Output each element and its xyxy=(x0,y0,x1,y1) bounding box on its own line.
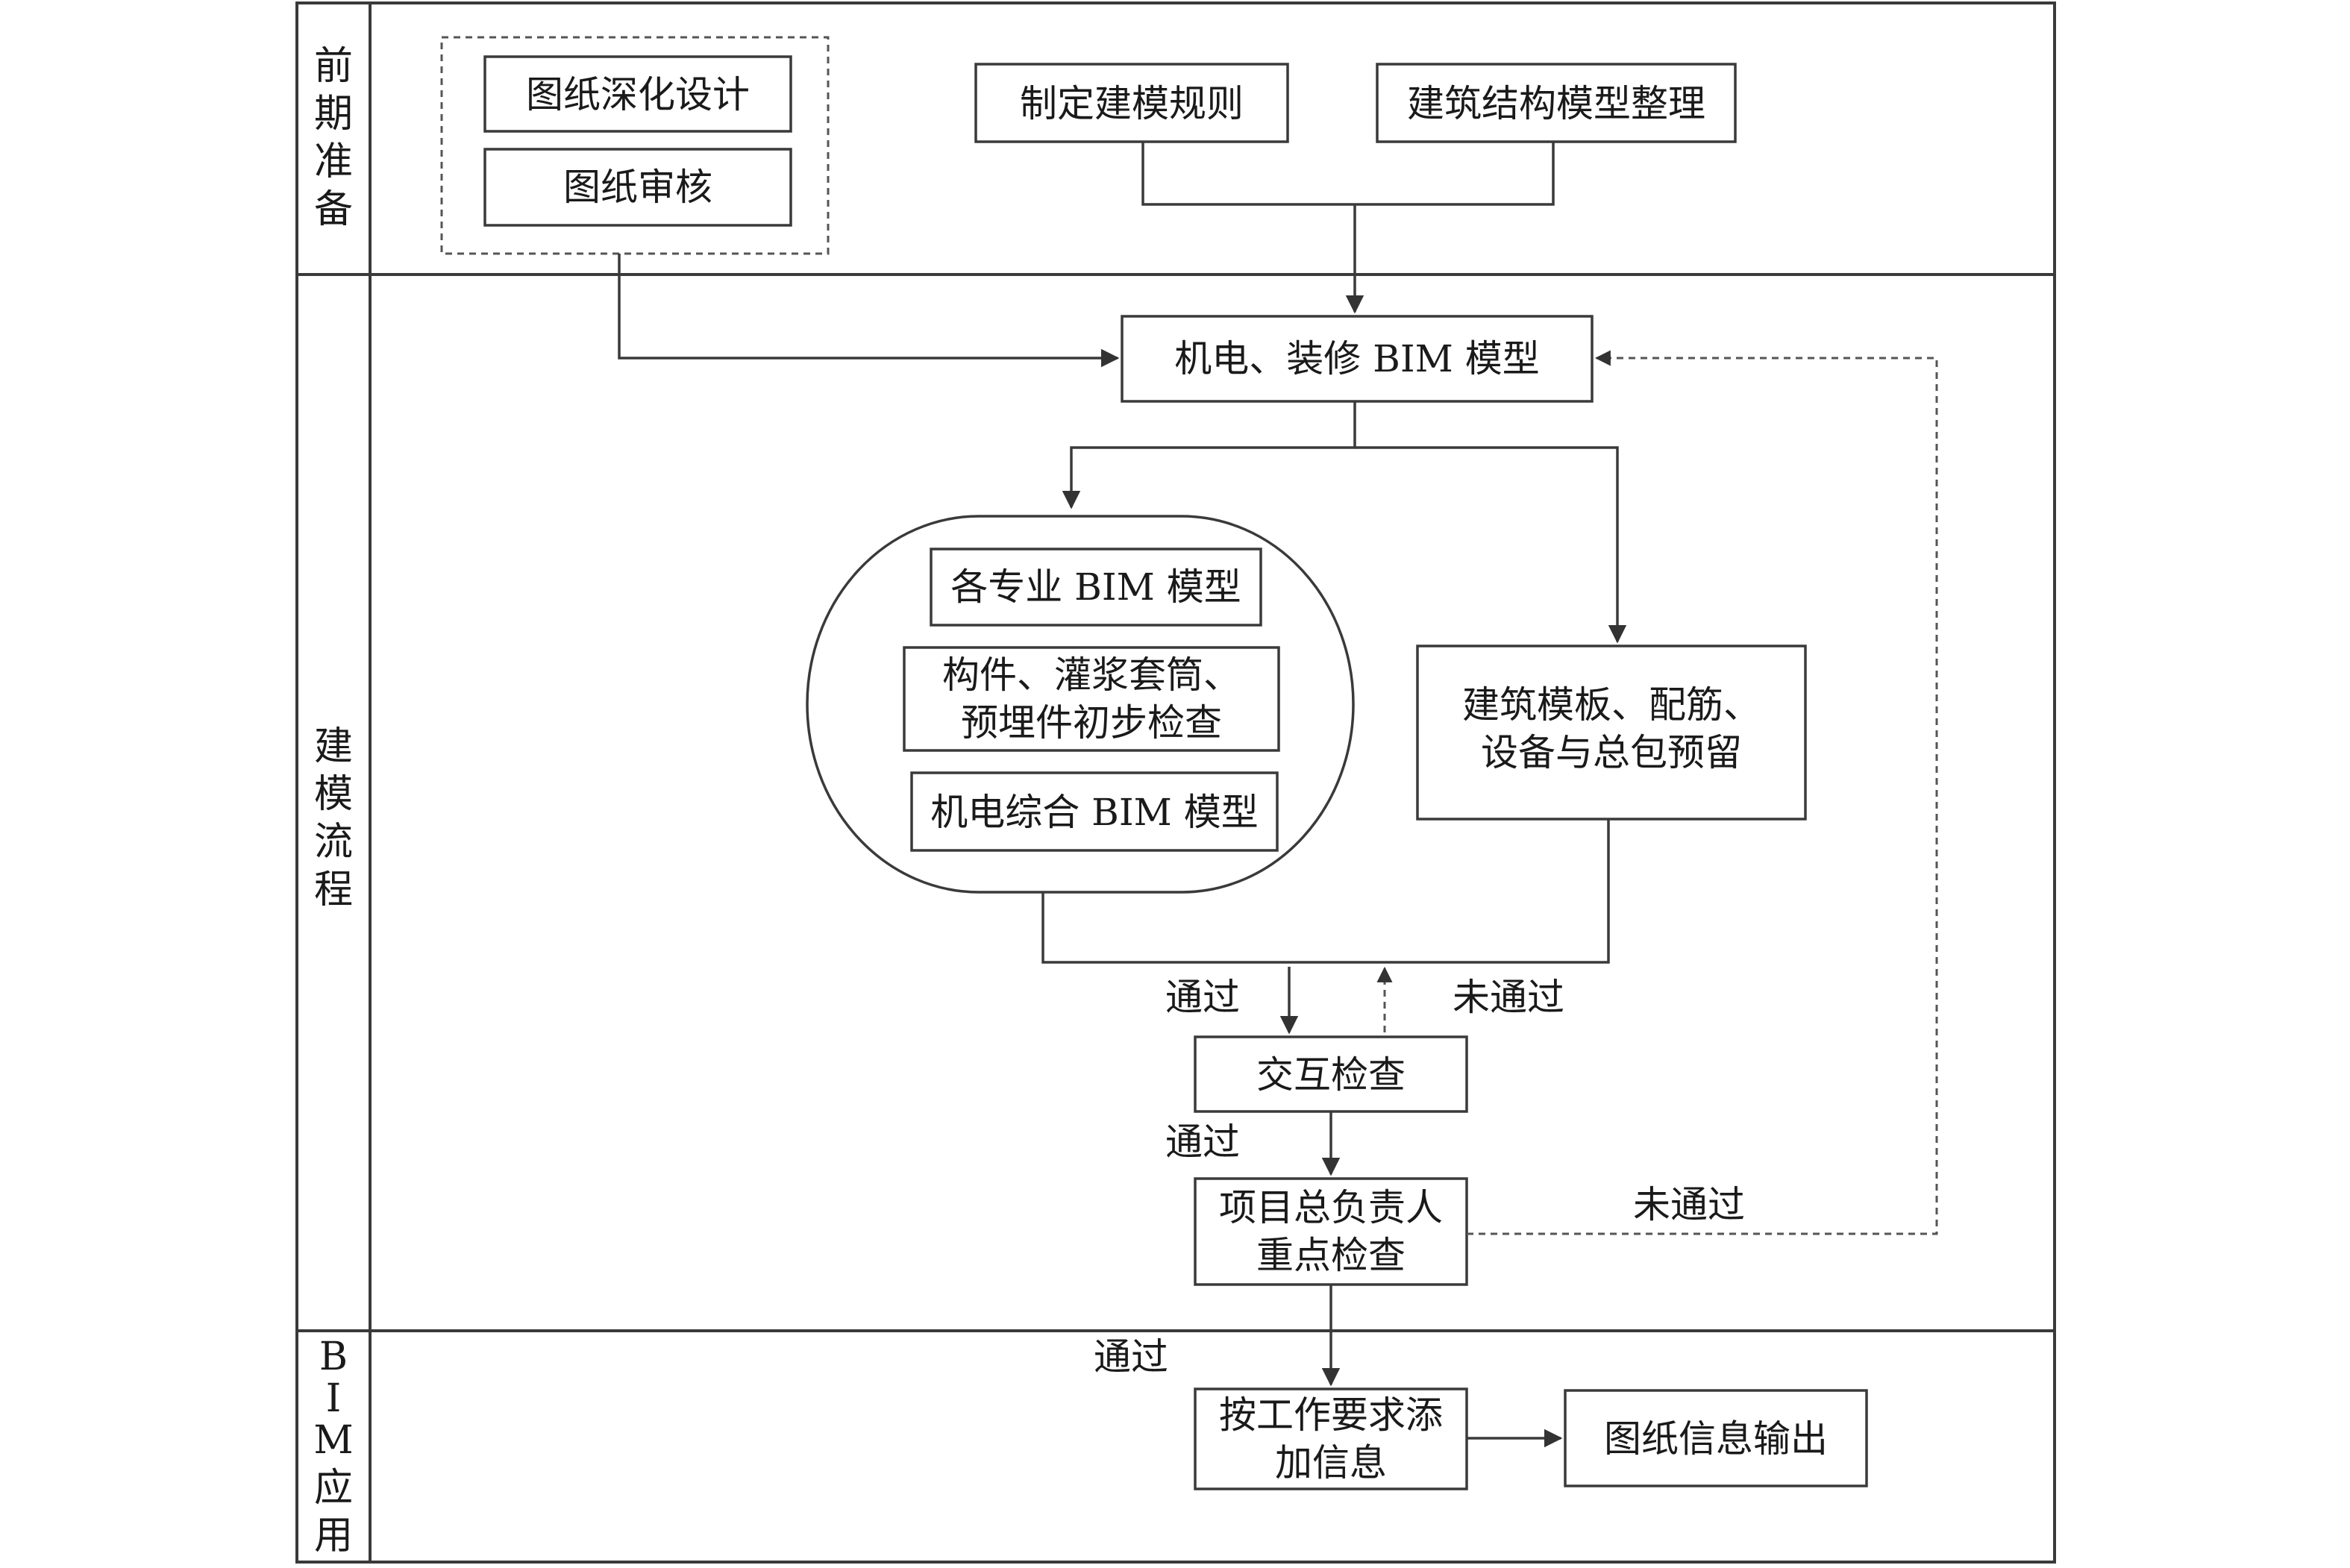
modeling-rules-label: 制定建模规则 xyxy=(1020,82,1244,125)
drawing-deepening-box: 图纸深化设计 xyxy=(483,55,792,133)
lane-char: M xyxy=(313,1418,353,1463)
rules-structure-join-line xyxy=(1141,142,1555,206)
lane-char: 流 xyxy=(314,820,353,865)
pm-key-check-line-2: 重点检查 xyxy=(1256,1234,1406,1277)
arrow-drawings-to-mep-model xyxy=(618,254,1120,368)
pass-label-3: 通过 xyxy=(1094,1335,1168,1379)
drawing-review-label: 图纸审核 xyxy=(563,166,712,209)
component-check-line-2: 预埋件初步检查 xyxy=(961,701,1222,744)
formwork-rebar-line-1: 建筑模板、配筋、 xyxy=(1462,683,1761,727)
pm-key-check-line-1: 项目总负责人 xyxy=(1219,1186,1443,1229)
arch-struct-model-label: 建筑结构模型整理 xyxy=(1407,82,1705,125)
lane-char: 准 xyxy=(314,139,353,184)
lane-char: 建 xyxy=(314,724,353,769)
mep-integrated-bim-box: 机电综合 BIM 模型 xyxy=(910,771,1279,852)
mep-decoration-bim-box: 机电、装修 BIM 模型 xyxy=(1121,315,1594,403)
merge-line xyxy=(1041,819,1610,964)
lane-char: 应 xyxy=(314,1466,353,1511)
lane-char: 用 xyxy=(314,1514,353,1558)
modeling-rules-box: 制定建模规则 xyxy=(974,63,1289,143)
component-check-line-1: 构件、灌浆套筒、 xyxy=(942,653,1241,697)
lane-label-prep: 前 期 准 备 xyxy=(314,44,353,232)
discipline-bim-box: 各专业 BIM 模型 xyxy=(930,548,1262,627)
formwork-rebar-box: 建筑模板、配筋、 设备与总包预留 xyxy=(1416,645,1807,821)
fail-label-2: 未通过 xyxy=(1633,1183,1745,1226)
mep-integrated-bim-label: 机电综合 BIM 模型 xyxy=(930,791,1258,834)
drawing-review-box: 图纸审核 xyxy=(483,148,792,227)
arch-struct-model-box: 建筑结构模型整理 xyxy=(1376,63,1737,143)
arrow-to-formwork-box xyxy=(1355,446,1627,644)
lane-char: I xyxy=(326,1376,342,1421)
lane-char: 程 xyxy=(314,868,353,912)
fail-label-1: 未通过 xyxy=(1453,976,1564,1019)
cross-check-label: 交互检查 xyxy=(1256,1053,1406,1097)
formwork-rebar-line-2: 设备与总包预留 xyxy=(1481,731,1742,774)
lane-label-application: B I M 应 用 xyxy=(313,1335,353,1558)
mep-decoration-bim-label: 机电、装修 BIM 模型 xyxy=(1174,337,1539,380)
lane-char: 期 xyxy=(314,92,353,137)
drawing-output-label: 图纸信息输出 xyxy=(1604,1417,1828,1461)
lane-label-modeling: 建 模 流 程 xyxy=(314,724,353,912)
component-check-box: 构件、灌浆套筒、 预埋件初步检查 xyxy=(903,646,1280,752)
swimlane-frame xyxy=(295,1,2056,1564)
lane-char: 模 xyxy=(314,772,353,817)
pm-key-check-box: 项目总负责人 重点检查 xyxy=(1194,1177,1468,1286)
discipline-bim-label: 各专业 BIM 模型 xyxy=(950,565,1241,609)
lane-char: 备 xyxy=(314,187,353,232)
lane-char: B xyxy=(319,1335,348,1379)
add-info-box: 按工作要求添 加信息 xyxy=(1194,1387,1468,1490)
drawing-group-frame xyxy=(440,36,830,255)
cross-check-box: 交互检查 xyxy=(1194,1035,1468,1113)
drawing-deepening-label: 图纸深化设计 xyxy=(526,73,750,116)
add-info-line-2: 加信息 xyxy=(1275,1441,1387,1484)
drawing-output-box: 图纸信息输出 xyxy=(1564,1389,1868,1487)
pass-label-1: 通过 xyxy=(1165,976,1240,1019)
add-info-line-1: 按工作要求添 xyxy=(1219,1393,1443,1437)
pass-label-2: 通过 xyxy=(1165,1120,1240,1164)
lane-char: 前 xyxy=(314,44,353,89)
dashed-return-to-mep-model xyxy=(1467,350,1938,1235)
arrow-to-discipline-group xyxy=(1062,401,1356,509)
